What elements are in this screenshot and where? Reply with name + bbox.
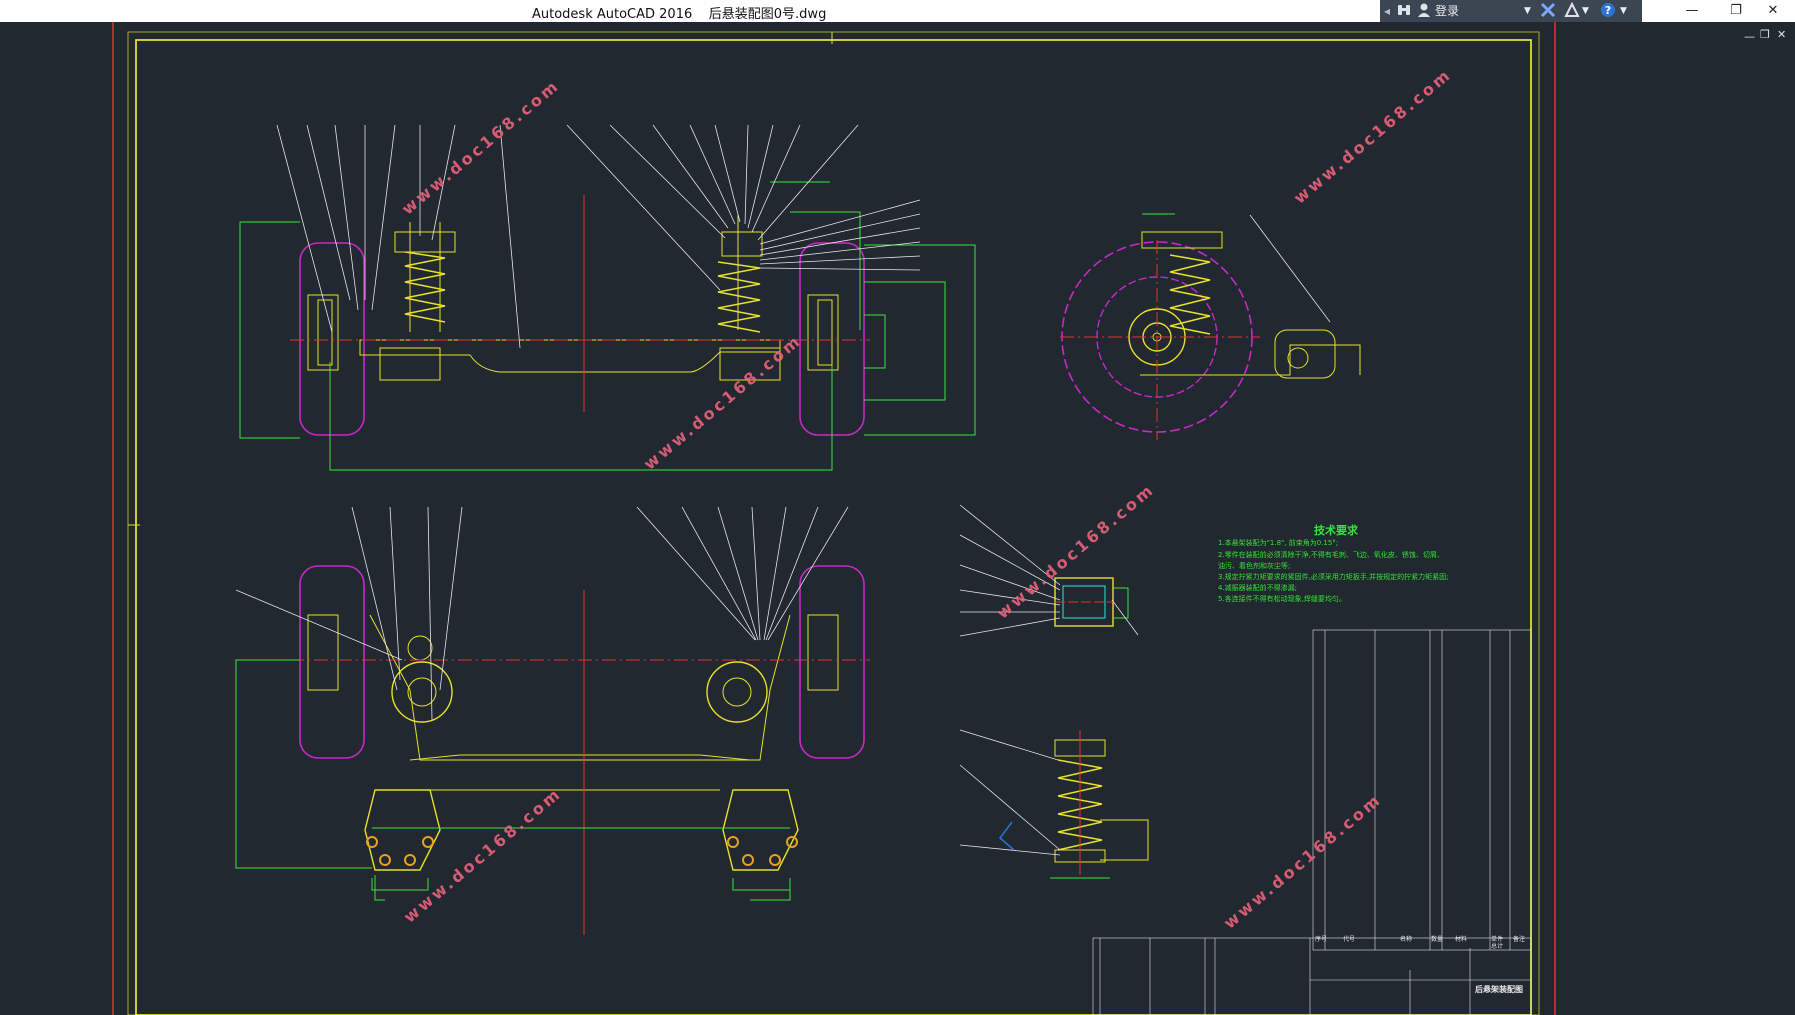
plan-view-assembly bbox=[235, 565, 870, 935]
bom-col-remark: 备注 bbox=[1513, 936, 1526, 943]
sheet-border bbox=[112, 22, 1556, 1015]
side-view-assembly bbox=[1060, 213, 1361, 440]
info-center-bar: ◂ 登录 ▼ ▼ ? ▼ bbox=[1380, 0, 1642, 22]
minimize-button[interactable]: — bbox=[1685, 3, 1699, 18]
drawing-canvas[interactable]: — ❐ ✕ bbox=[0, 22, 1795, 1015]
doc-minimize-button[interactable]: — bbox=[1744, 30, 1755, 43]
binoculars-icon[interactable] bbox=[1396, 2, 1412, 20]
window-title: Autodesk AutoCAD 2016 后悬装配图0号.dwg bbox=[532, 3, 826, 22]
bom-header: 序号 代号 名称 数量 材料 单件 总计 备注 bbox=[1315, 934, 1531, 950]
bom-col-name: 名称 bbox=[1400, 936, 1413, 943]
bom-table bbox=[1312, 629, 1532, 951]
doc-close-button[interactable]: ✕ bbox=[1777, 28, 1787, 41]
bom-col-unit: 单件 bbox=[1491, 936, 1504, 943]
tech-requirement-line: 3.规定拧紧力矩要求的紧固件,必须采用力矩扳手,并按规定的拧紧力矩紧固; bbox=[1218, 573, 1449, 581]
bom-col-index: 序号 bbox=[1315, 936, 1328, 943]
help-icon[interactable]: ? bbox=[1600, 2, 1616, 20]
svg-text:?: ? bbox=[1605, 4, 1611, 17]
bom-col-material: 材料 bbox=[1455, 936, 1468, 943]
tech-requirement-line: 1.本悬架装配为"1.8", 前束角为0.15°; bbox=[1218, 539, 1339, 547]
login-dropdown-icon[interactable]: ▼ bbox=[1524, 6, 1531, 16]
bom-col-qty: 数量 bbox=[1431, 936, 1444, 943]
title-block bbox=[1092, 937, 1532, 1015]
title-block-name: 后悬架装配图 bbox=[1475, 985, 1523, 994]
user-icon[interactable] bbox=[1416, 2, 1432, 20]
exchange-icon[interactable] bbox=[1540, 2, 1556, 20]
help-dropdown-icon[interactable]: ▼ bbox=[1620, 6, 1627, 16]
autodesk-a-icon[interactable] bbox=[1564, 1, 1580, 20]
tech-requirements-title: 技术要求 bbox=[1314, 524, 1358, 537]
bom-col-code: 代号 bbox=[1343, 936, 1356, 943]
tech-requirement-line: 4.减振器装配前不得渗漏; bbox=[1218, 584, 1298, 592]
tech-requirement-line: 油污、着色剂和灰尘等; bbox=[1218, 562, 1291, 570]
title-bar: Autodesk AutoCAD 2016 后悬装配图0号.dwg ◂ 登录 ▼… bbox=[0, 0, 1795, 23]
spring-detail-view bbox=[959, 729, 1149, 879]
bom-col-total: 总计 bbox=[1491, 943, 1504, 950]
login-link[interactable]: 登录 bbox=[1435, 4, 1460, 18]
close-button[interactable]: ✕ bbox=[1767, 3, 1779, 18]
tech-requirement-line: 5.各连接件不得有松动现象,焊缝要均匀。 bbox=[1218, 595, 1346, 603]
autodesk-dropdown-icon[interactable]: ▼ bbox=[1582, 6, 1589, 16]
leader-lines-top-left bbox=[276, 124, 921, 349]
bushing-section-view bbox=[959, 504, 1139, 637]
doc-restore-button[interactable]: ❐ bbox=[1760, 28, 1770, 41]
app-name: Autodesk AutoCAD 2016 bbox=[532, 7, 693, 22]
tech-requirement-line: 2.零件在装配前必须清除干净,不得有毛刺、飞边、氧化皮、锈蚀、切屑、 bbox=[1218, 551, 1444, 559]
file-name: 后悬装配图0号.dwg bbox=[708, 7, 827, 22]
leader-lines-bottom-left bbox=[235, 506, 849, 721]
restore-button[interactable]: ❐ bbox=[1730, 3, 1742, 18]
collapse-arrow-icon[interactable]: ◂ bbox=[1384, 4, 1391, 18]
rear-view-assembly bbox=[239, 181, 976, 471]
